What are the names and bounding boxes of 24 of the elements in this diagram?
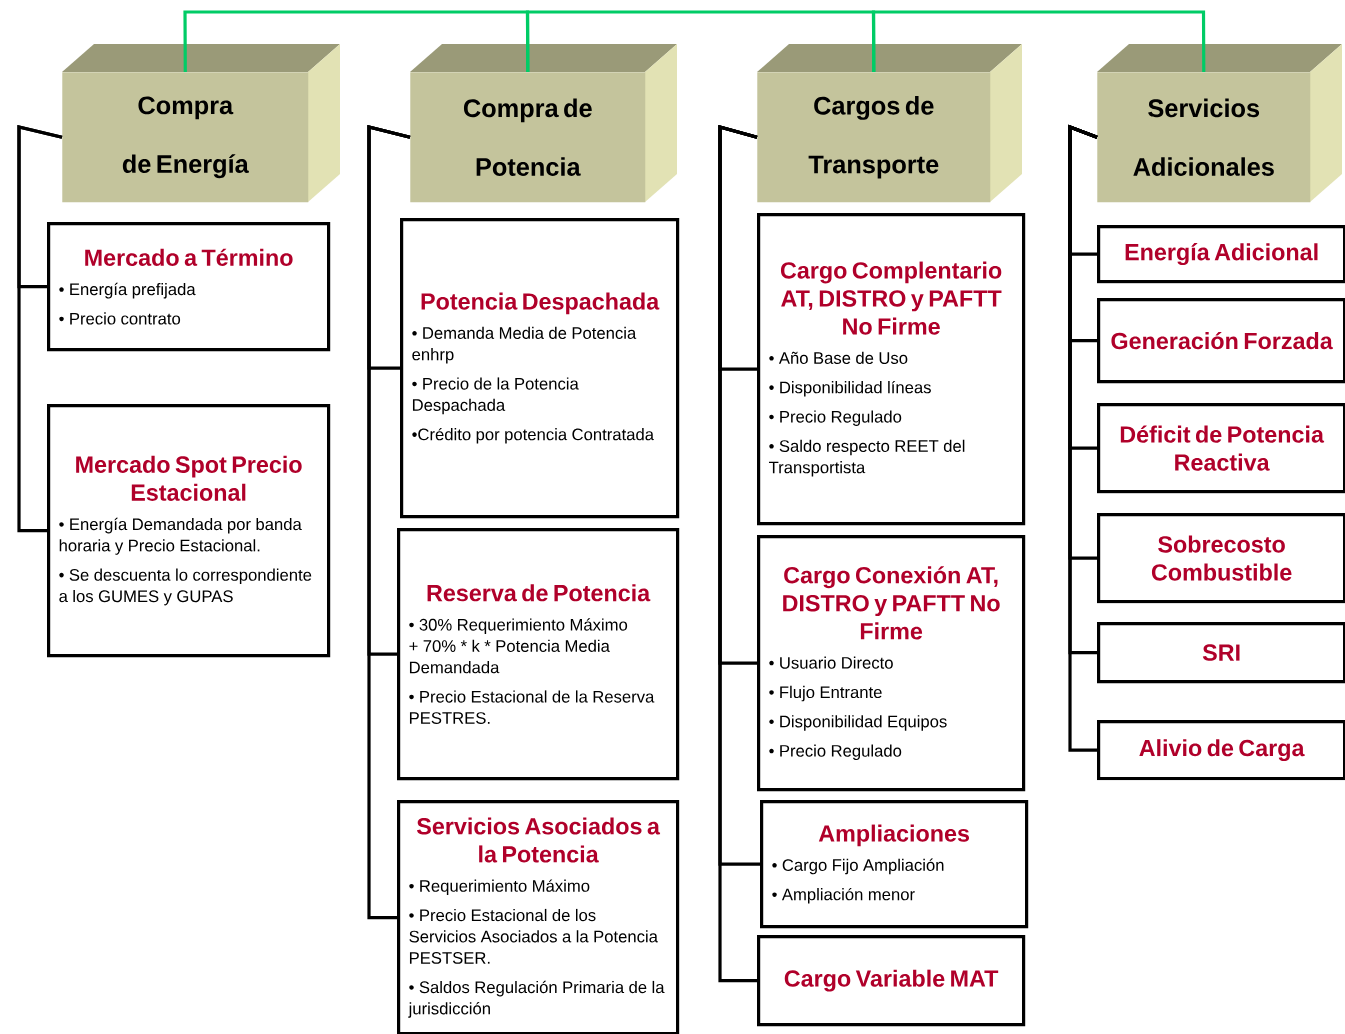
text-box: Cargo Variable MAT xyxy=(757,935,1026,1027)
text-box: Servicios Asociados a la Potencia • Requerimiento Máximo • Precio Estacional de los Servicios Asociados a la Potencia PESTSER. • Saldos Regulación Primaria de la jurisdicción xyxy=(397,800,680,1034)
connector-line xyxy=(17,124,63,533)
text-box: Cargo Complentario AT, DISTRO y PAFTT No Firme • Año Base de Uso • Disponibilidad líneas • Precio Regulado • Saldo respecto REET del Transportista xyxy=(757,213,1026,526)
text-box: Sobrecosto Combustible xyxy=(1097,513,1345,604)
header-block: Cargos de Transporte xyxy=(757,44,1022,203)
text-box: Reserva de Potencia • 30% Requerimiento Máximo + 70% * k * Potencia Media Demandada • Precio Estacional de la Reserva PESTRES. xyxy=(397,528,680,781)
header-block: Compra de Energía xyxy=(62,44,340,203)
text-box: Ampliaciones • Cargo Fijo Ampliación • Ampliación menor xyxy=(760,800,1029,929)
text-box: Mercado a Término • Energía prefijada • Precio contrato xyxy=(47,222,331,352)
header-block: Compra de Potencia xyxy=(410,44,677,203)
connector-line xyxy=(871,10,1206,72)
text-box: Potencia Despachada • Demanda Media de Potencia enhrp • Precio de la Potencia Despachada •Crédito por potencia Contratada xyxy=(400,218,680,519)
text-box: Mercado Spot Precio Estacional • Energía Demandada por banda horaria y Precio Estacional. • Se descuenta lo correspondiente a los GUMES y GUPAS xyxy=(47,404,331,658)
text-box: SRI xyxy=(1097,622,1345,684)
connector-line xyxy=(718,124,758,983)
header-block: Servicios Adicionales xyxy=(1097,44,1342,203)
connector-line xyxy=(1068,124,1098,752)
connector-line xyxy=(367,124,411,920)
text-box: Alivio de Carga xyxy=(1097,720,1345,781)
text-box: Déficit de Potencia Reactiva xyxy=(1097,403,1345,494)
text-box: Cargo Conexión AT, DISTRO y PAFTT No Firme • Usuario Directo • Flujo Entrante • Disponibilidad Equipos • Precio Regulado xyxy=(757,535,1026,792)
text-box: Energía Adicional xyxy=(1097,225,1345,284)
text-box: Generación Forzada xyxy=(1097,298,1345,384)
